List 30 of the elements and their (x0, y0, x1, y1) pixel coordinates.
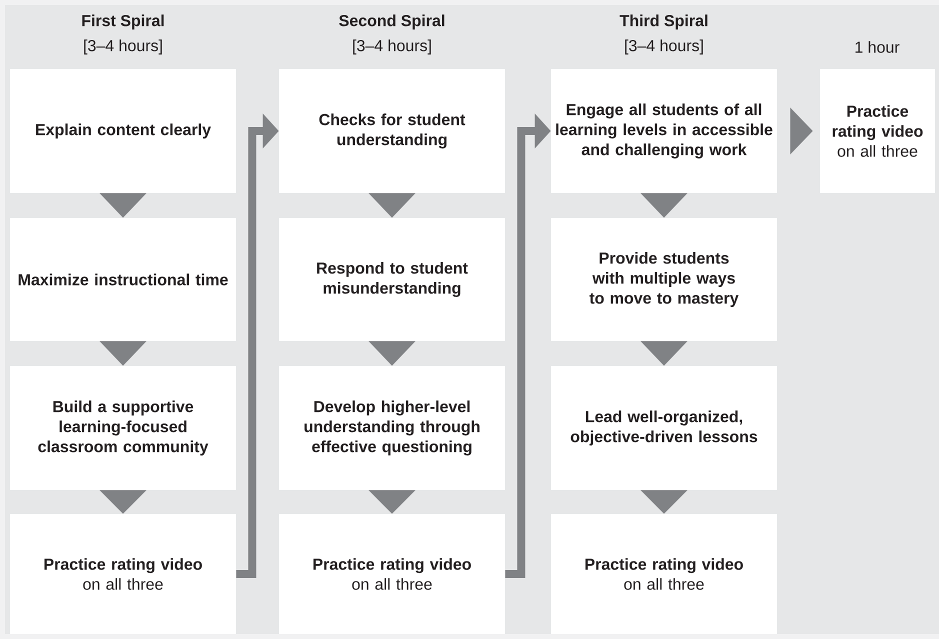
step-box: Build a supportive learning-focused classroom community (10, 366, 236, 490)
arrow (790, 108, 813, 154)
duration-label: [3–4 hours] (84, 40, 162, 54)
step-box: Maximize instructional time (10, 218, 236, 341)
duration-label: [3–4 hours] (353, 40, 431, 54)
step-box: Practice rating video on all three (279, 514, 505, 634)
arrow (640, 490, 688, 514)
arrow (640, 341, 688, 366)
arrow (368, 490, 416, 514)
step-box: Provide students with multiple ways to move to mastery (551, 218, 777, 341)
step-box: Lead well-organized, objective-driven lessons (551, 366, 777, 490)
step-box: Engage all students of all learning levels in accessible and challenging work (551, 68, 777, 193)
arrow (100, 193, 146, 218)
arrow (640, 193, 688, 218)
step-box: Checks for student understanding (279, 68, 505, 193)
column-heading: Third Spiral (620, 14, 708, 30)
arrow (368, 193, 416, 218)
column-heading: First Spiral (82, 14, 164, 30)
step-box: Explain content clearly (10, 68, 236, 193)
step-box: Practice rating video on all three (10, 514, 236, 634)
arrow (100, 341, 146, 366)
step-box: Practice rating video on all three (551, 514, 777, 634)
duration-label: 1 hour (856, 41, 900, 53)
step-box: Practice rating video on all three (820, 68, 935, 193)
step-box: Respond to student misunderstanding (279, 218, 505, 341)
duration-label: [3–4 hours] (625, 40, 703, 54)
arrow (368, 341, 416, 366)
arrow (100, 490, 146, 514)
column-heading: Second Spiral (339, 14, 444, 30)
step-box: Develop higher-level understanding through effective questioning (279, 366, 505, 490)
